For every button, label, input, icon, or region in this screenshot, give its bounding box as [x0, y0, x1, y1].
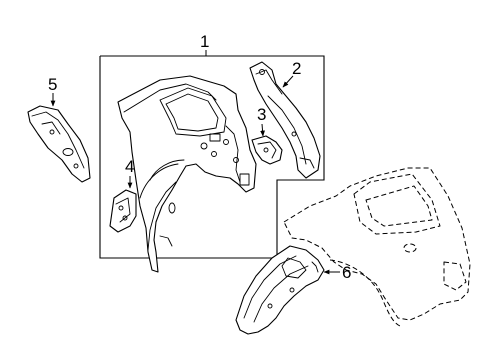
callout-2-label: 2	[292, 59, 301, 78]
wheel-arch-liner	[235, 245, 325, 335]
lower-bracket	[109, 189, 137, 233]
callout-2-leader	[282, 75, 294, 88]
body-side-outline	[283, 167, 471, 327]
callout-3-leader	[260, 123, 265, 137]
pillar-reinforcement	[249, 61, 321, 179]
wheelhouse-brace	[27, 105, 91, 183]
callout-5: 5	[48, 75, 57, 107]
small-bracket	[251, 135, 283, 165]
callout-5-label: 5	[48, 75, 57, 94]
callout-6: 6	[323, 263, 351, 282]
callout-2: 2	[282, 59, 301, 88]
callout-3-label: 3	[257, 105, 266, 124]
callout-6-label: 6	[342, 263, 351, 282]
quarter-panel-inner	[117, 75, 257, 273]
callout-4: 4	[125, 157, 134, 189]
callout-4-label: 4	[125, 157, 134, 176]
callout-1: 1	[200, 32, 209, 56]
callout-3: 3	[257, 105, 266, 137]
assembly-frame	[99, 55, 325, 259]
callout-1-label: 1	[200, 32, 209, 51]
